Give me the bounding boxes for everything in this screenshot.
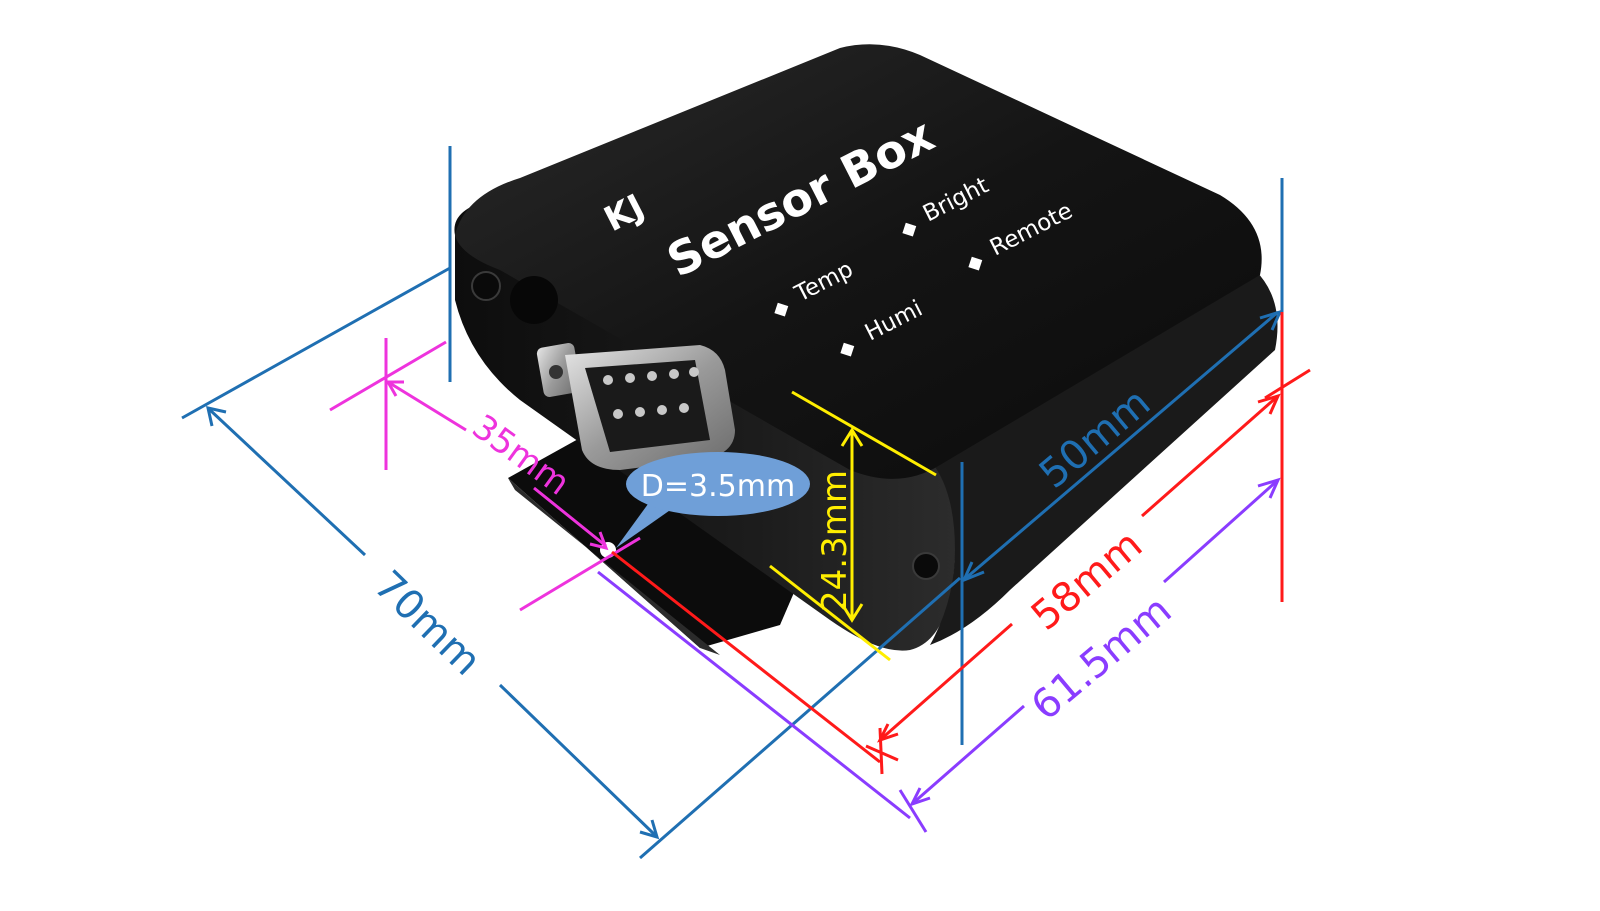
dimension-label-70mm: 70mm <box>365 562 490 685</box>
callout-tail <box>616 504 676 548</box>
dimension-70mm <box>181 146 961 860</box>
dimension-58mm <box>611 312 1311 775</box>
hole-diameter-callout: D=3.5mm <box>616 452 810 548</box>
dimension-line <box>533 486 607 548</box>
dimension-line <box>879 622 1013 742</box>
indicator-led <box>774 302 789 317</box>
dimension-line <box>1162 478 1280 584</box>
extension-line <box>519 536 641 612</box>
arrowhead <box>385 380 404 397</box>
arrowhead <box>1259 309 1283 331</box>
dimension-50mm <box>960 178 1284 745</box>
dimension-line <box>208 408 367 557</box>
dimension-24-3mm <box>769 390 937 662</box>
screw-top-left <box>471 271 501 301</box>
callout-label: D=3.5mm <box>641 469 795 504</box>
dimension-line <box>1141 394 1279 518</box>
screw-front-right <box>912 552 940 580</box>
extension-line <box>1264 368 1311 400</box>
indicator-led <box>840 342 855 357</box>
dimension-label-24-3mm: 24.3mm <box>815 470 855 612</box>
extension-line <box>329 340 447 412</box>
extension-line <box>769 564 891 662</box>
arrowhead <box>639 819 660 840</box>
arrowhead <box>840 427 864 447</box>
arrowhead <box>961 561 985 583</box>
extension-line <box>181 266 451 420</box>
extension-line <box>639 576 961 860</box>
indicator-led <box>968 256 983 271</box>
arrowhead <box>840 603 864 623</box>
dimension-61-5mm <box>597 477 1281 833</box>
dimension-35mm <box>329 338 641 612</box>
arrowhead <box>877 723 899 743</box>
device-right-side <box>930 270 1278 645</box>
dimension-line <box>911 704 1025 806</box>
extension-line <box>791 390 937 477</box>
arrowhead <box>909 787 931 807</box>
dimension-line <box>387 380 467 432</box>
arrowhead <box>1257 477 1281 499</box>
device-top-face <box>455 44 1262 479</box>
extension-line <box>898 789 928 833</box>
arrowhead <box>589 531 609 551</box>
indicator-led <box>902 222 917 237</box>
dimension-line <box>498 683 657 837</box>
extension-line <box>597 570 911 820</box>
db9-connector <box>536 343 735 470</box>
arrowhead <box>1257 393 1281 415</box>
cross-mark <box>878 727 884 775</box>
callout-bubble <box>626 452 810 516</box>
front-round-port <box>510 276 558 324</box>
extension-line <box>611 550 881 764</box>
arrowhead <box>206 406 227 427</box>
mounting-flange <box>508 428 808 648</box>
dimension-line <box>965 310 1279 580</box>
